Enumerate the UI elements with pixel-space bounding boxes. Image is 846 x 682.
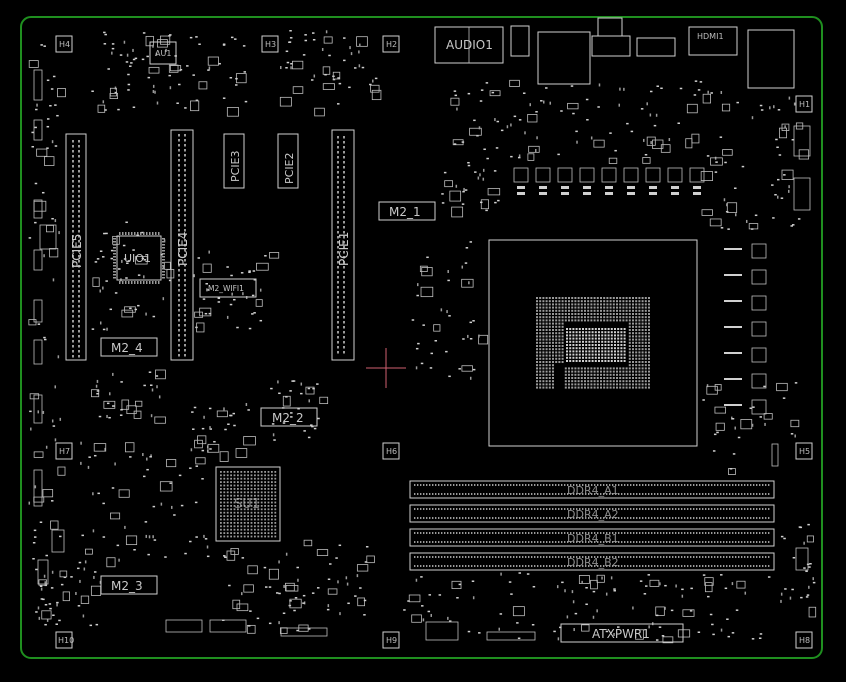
mounting-holes: H4 H3 H2 H1 H7 H6 H5 H10 bbox=[55, 35, 813, 649]
hdmi1-connector: HDMI1 bbox=[688, 26, 738, 56]
ddr4-b1-label: DDR4_B1 bbox=[567, 532, 619, 545]
pcie1-label: PCIE1 bbox=[337, 232, 351, 266]
uio1-chip: UIO1 bbox=[113, 232, 165, 284]
hole-h9-label: H9 bbox=[386, 636, 397, 645]
pcie1-slot: PCIE1 bbox=[331, 129, 355, 361]
hole-h1-label: H1 bbox=[799, 100, 810, 109]
audio1-connector: AUDIO1 bbox=[434, 26, 504, 64]
cpu-pad-array bbox=[536, 297, 650, 389]
m2-1-label: M2_1 bbox=[389, 205, 421, 219]
hdmi1-label: HDMI1 bbox=[697, 32, 724, 41]
pcie2-label: PCIE2 bbox=[283, 152, 296, 184]
scattered-components bbox=[28, 30, 817, 644]
hole-h6: H6 bbox=[382, 442, 400, 460]
m2-2-label: M2_2 bbox=[272, 411, 304, 425]
hole-h1: H1 bbox=[795, 95, 813, 113]
ddr4-pin-rows bbox=[414, 484, 770, 567]
m2-4-label: M2_4 bbox=[111, 341, 143, 355]
hole-h3-label: H3 bbox=[265, 40, 276, 49]
pcie4-slot: PCIE4 bbox=[170, 129, 194, 361]
m2-3-connector: M2_3 bbox=[100, 575, 158, 595]
au1-label: AU1 bbox=[155, 49, 171, 58]
hole-h10-label: H10 bbox=[58, 636, 74, 645]
m2-1-connector: M2_1 bbox=[378, 201, 436, 221]
hole-h9: H9 bbox=[382, 631, 400, 649]
m2-wifi1-module: M2_WIFI1 bbox=[199, 278, 257, 298]
audio1-label: AUDIO1 bbox=[446, 38, 493, 52]
m2-3-label: M2_3 bbox=[111, 579, 143, 593]
hole-h5-label: H5 bbox=[799, 447, 810, 456]
m2-4-connector: M2_4 bbox=[100, 337, 158, 357]
cpu-socket bbox=[488, 239, 698, 447]
pcie5-label: PCIE5 bbox=[70, 234, 84, 268]
hole-h2: H2 bbox=[382, 35, 400, 53]
au1-chip: AU1 bbox=[149, 41, 177, 65]
pcie2-slot: PCIE2 bbox=[277, 133, 299, 189]
su1-label: SU1 bbox=[234, 497, 260, 512]
vrm-row bbox=[513, 167, 767, 415]
m2-2-connector: M2_2 bbox=[260, 407, 318, 427]
su1-chipset: SU1 bbox=[215, 466, 281, 542]
m2-wifi1-label: M2_WIFI1 bbox=[208, 284, 244, 293]
hole-h8: H8 bbox=[795, 631, 813, 649]
ddr4-b2-label: DDR4_B2 bbox=[567, 556, 619, 569]
pcie4-label: PCIE4 bbox=[176, 232, 190, 266]
ddr4-a2-label: DDR4_A2 bbox=[567, 508, 619, 521]
pcie3-label: PCIE3 bbox=[229, 150, 242, 182]
hole-h2-label: H2 bbox=[386, 40, 397, 49]
hole-h7: H7 bbox=[55, 442, 73, 460]
hole-h6-label: H6 bbox=[386, 447, 397, 456]
atxpwr1-connector: ATXPWR1 bbox=[560, 623, 684, 643]
atxpwr1-label: ATXPWR1 bbox=[592, 627, 650, 641]
pcie5-slot: PCIE5 bbox=[65, 133, 87, 361]
cursor-crosshair bbox=[366, 348, 406, 388]
hole-h7-label: H7 bbox=[59, 447, 70, 456]
hole-h4: H4 bbox=[55, 35, 73, 53]
hole-h3: H3 bbox=[261, 35, 279, 53]
rear-io bbox=[510, 17, 795, 89]
hole-h8-label: H8 bbox=[799, 636, 810, 645]
hole-h4-label: H4 bbox=[59, 40, 70, 49]
ddr4-a1-label: DDR4_A1 bbox=[567, 484, 619, 497]
board-outline bbox=[20, 16, 823, 659]
hole-h10: H10 bbox=[55, 631, 74, 649]
uio1-label: UIO1 bbox=[124, 252, 151, 265]
pcie3-slot: PCIE3 bbox=[223, 133, 245, 189]
hole-h5: H5 bbox=[795, 442, 813, 460]
